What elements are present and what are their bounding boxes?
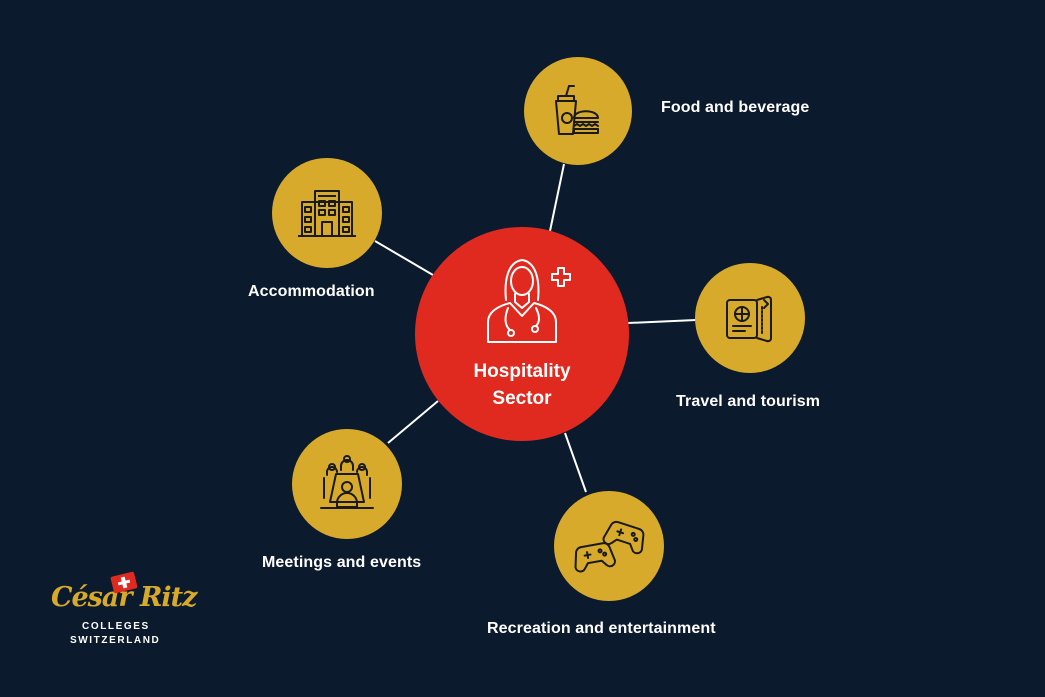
center-title-line1: Hospitality — [473, 361, 571, 382]
center-node — [415, 227, 629, 441]
connector-recreation — [564, 432, 587, 493]
center-title-line2: Sector — [492, 388, 552, 409]
passport-ticket-icon — [726, 295, 772, 343]
connector-food — [549, 163, 565, 232]
label-accommodation: Accommodation — [248, 283, 375, 300]
node-travel-tourism — [695, 263, 805, 373]
hotel-building-icon — [298, 190, 356, 237]
meeting-table-icon — [320, 455, 374, 509]
label-food-beverage: Food and beverage — [661, 99, 810, 116]
node-meetings-events — [292, 429, 402, 539]
food-beverage-icon — [555, 85, 599, 135]
logo-line2: SWITZERLAND — [70, 635, 161, 646]
label-recreation-entertainment: Recreation and entertainment — [487, 620, 716, 637]
connector-travel — [627, 319, 697, 324]
connectors — [374, 163, 697, 493]
center-title: Hospitality Sector — [442, 358, 602, 412]
logo-line1: COLLEGES — [82, 621, 150, 632]
node-food-beverage — [524, 57, 632, 165]
game-controllers-icon — [574, 520, 645, 573]
label-travel-tourism: Travel and tourism — [676, 393, 821, 410]
connector-accommodation — [374, 240, 434, 276]
connector-meetings — [387, 400, 439, 444]
node-accommodation — [272, 158, 382, 268]
doctor-icon — [487, 259, 571, 343]
cesar-ritz-logo: César Ritz COLLEGES SWITZERLAND — [48, 570, 197, 650]
label-meetings-events: Meetings and events — [262, 554, 422, 571]
